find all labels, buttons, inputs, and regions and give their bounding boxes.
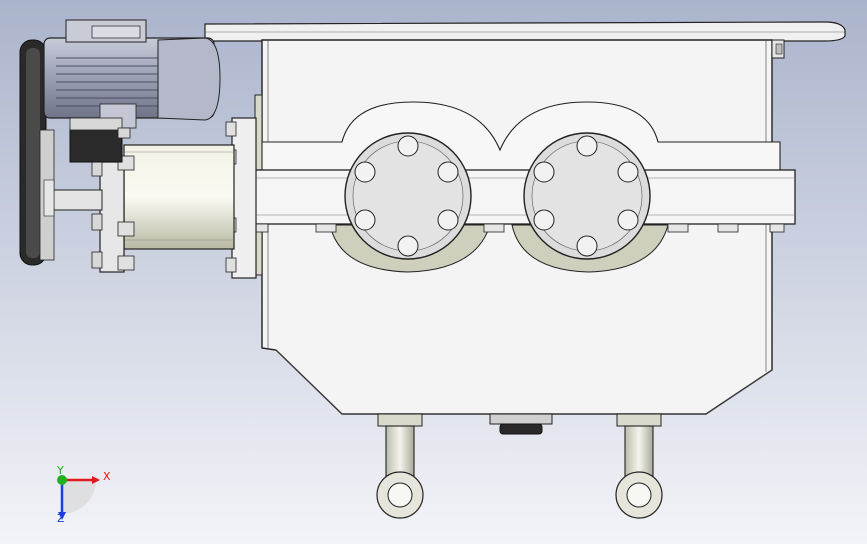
flange-bolt-icon — [354, 135, 459, 257]
axis-label-x: X — [103, 470, 111, 483]
right-leg[interactable] — [615, 413, 663, 519]
axis-label-z: Z — [57, 512, 65, 525]
drain-fitting[interactable] — [489, 413, 553, 435]
motor-mount[interactable] — [69, 117, 131, 163]
belt-pulley[interactable] — [19, 39, 55, 266]
electric-motor[interactable] — [43, 19, 221, 129]
rail-nuts — [247, 223, 785, 233]
coupling-cylinder[interactable] — [123, 144, 235, 250]
coordinate-triad-icon[interactable]: X Y Z — [40, 462, 120, 532]
left-leg[interactable] — [376, 413, 424, 519]
shaft-flange[interactable] — [91, 155, 135, 273]
top-mounting-plate[interactable] — [204, 21, 846, 42]
triad-axes — [57, 475, 100, 520]
axis-label-y: Y — [57, 464, 64, 477]
drive-shaft[interactable] — [51, 189, 103, 211]
right-roller-flange[interactable] — [523, 132, 651, 260]
right-bracket — [771, 39, 785, 59]
flange-bolt-icon — [533, 135, 639, 257]
left-roller-flange[interactable] — [344, 132, 472, 260]
